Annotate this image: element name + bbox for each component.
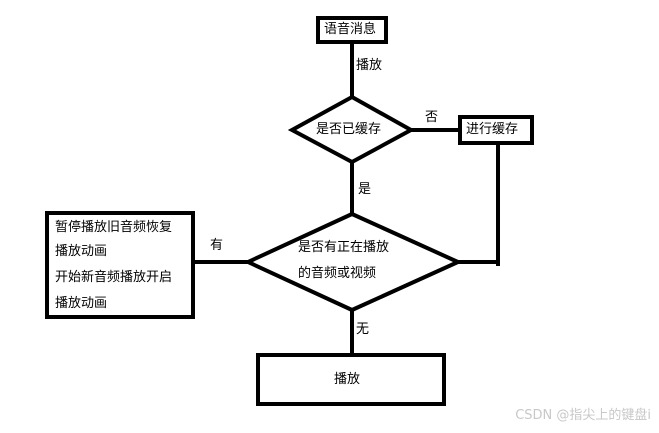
cached-question-label: 是否已缓存 [316, 122, 382, 137]
edge-none-label: 无 [356, 322, 370, 337]
play-box [256, 353, 446, 406]
handle-line4: 播放动画 [55, 296, 108, 311]
edge-play-label: 播放 [356, 58, 383, 73]
edge-yes-label: 是 [358, 182, 372, 197]
do-cache-label: 进行缓存 [466, 122, 519, 137]
handle-line2: 播放动画 [55, 244, 108, 259]
edge-no-label: 否 [425, 110, 439, 125]
playing-question-line2: 的音频或视频 [298, 266, 377, 281]
handle-line1: 暂停播放旧音频恢复 [55, 220, 173, 235]
voice-message-label: 语音消息 [324, 22, 377, 37]
handle-box [45, 211, 195, 319]
handle-line3: 开始新音频播放开启 [55, 270, 173, 285]
play-label: 播放 [334, 372, 361, 387]
playing-decision-diamond [243, 211, 463, 313]
playing-question-line1: 是否有正在播放 [298, 240, 390, 255]
watermark: CSDN @指尖上的键盘i [515, 408, 651, 423]
edge-has-label: 有 [210, 238, 224, 253]
